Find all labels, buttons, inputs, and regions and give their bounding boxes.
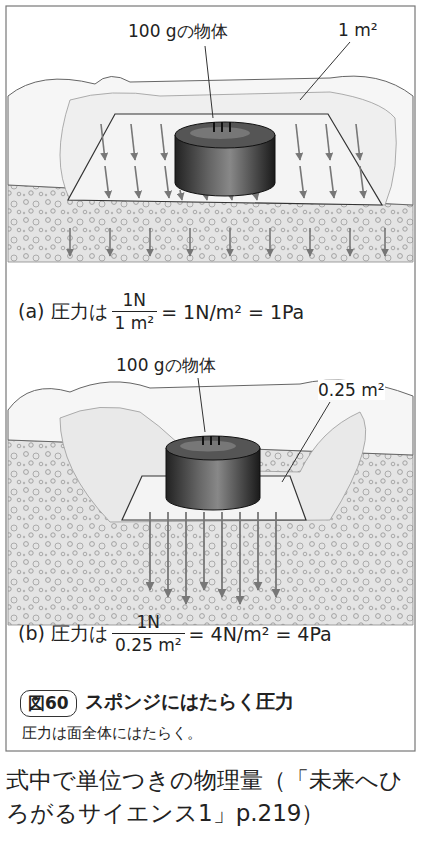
force-arrow — [330, 166, 334, 198]
force-arrow — [326, 124, 330, 160]
sponge-b — [8, 380, 413, 625]
force-arrow — [185, 512, 187, 604]
force-arrow — [180, 190, 182, 200]
leader-line — [300, 42, 350, 100]
figure-note: 圧力は面全体にはたらく。 — [22, 724, 202, 742]
leader-line — [205, 46, 213, 118]
force-arrow — [360, 166, 364, 198]
formula-text: (a) 圧力は — [18, 299, 108, 325]
weight-cylinder-b — [166, 436, 260, 510]
force-arrow — [296, 124, 300, 160]
formula-text: = 4N/m² = 4Pa — [189, 623, 332, 645]
figure-number: 図60 — [21, 691, 76, 716]
force-arrow — [257, 512, 259, 590]
pressure-arrows-b — [150, 512, 276, 604]
fraction-denominator: 0.25 m² — [112, 633, 185, 655]
figure-number-box: 図60 — [20, 690, 77, 717]
force-arrow — [167, 512, 169, 597]
force-arrow — [165, 166, 169, 198]
weight-cylinder-a — [175, 122, 275, 196]
force-arrow — [149, 228, 151, 256]
force-arrow — [105, 166, 109, 198]
force-arrow — [349, 228, 351, 256]
fraction-numerator: 1N — [120, 290, 150, 311]
force-arrow — [101, 124, 105, 160]
formula-text: = 1N/m² = 1Pa — [161, 301, 304, 323]
force-arrow — [161, 124, 165, 160]
force-arrow — [300, 166, 304, 198]
formula-text: (b) 圧力は — [18, 621, 108, 647]
force-arrow — [131, 124, 135, 160]
leader-line — [198, 378, 205, 432]
area-label: 0.25 m² — [318, 380, 385, 400]
figure-frame — [6, 6, 415, 751]
force-arrow — [229, 228, 231, 256]
force-arrow — [269, 228, 271, 256]
area-label: 1 m² — [338, 20, 378, 40]
force-arrow — [135, 166, 139, 198]
object-label: 100 gの物体 — [128, 21, 228, 41]
object-label: 100 gの物体 — [116, 355, 216, 375]
leader-line — [282, 402, 330, 482]
fraction-denominator: 1 m² — [112, 311, 158, 333]
force-arrow — [109, 228, 111, 256]
force-arrow — [239, 512, 241, 604]
sponge-a — [8, 76, 413, 262]
caption: 式中で単位つきの物理量（「未来へひろがるサイエンス1」p.219） — [6, 764, 415, 831]
force-arrow — [203, 512, 205, 590]
force-arrow — [356, 124, 360, 160]
fraction-numerator: 1N — [133, 612, 163, 633]
force-arrow — [149, 512, 151, 590]
force-arrow — [384, 228, 386, 256]
force-arrow — [189, 228, 191, 256]
area-plate-a — [68, 114, 382, 205]
force-arrow — [275, 512, 277, 597]
force-arrow — [69, 228, 71, 256]
force-arrow — [221, 512, 223, 597]
force-arrow — [309, 228, 311, 256]
figure-title: スポンジにはたらく圧力 — [85, 690, 294, 712]
